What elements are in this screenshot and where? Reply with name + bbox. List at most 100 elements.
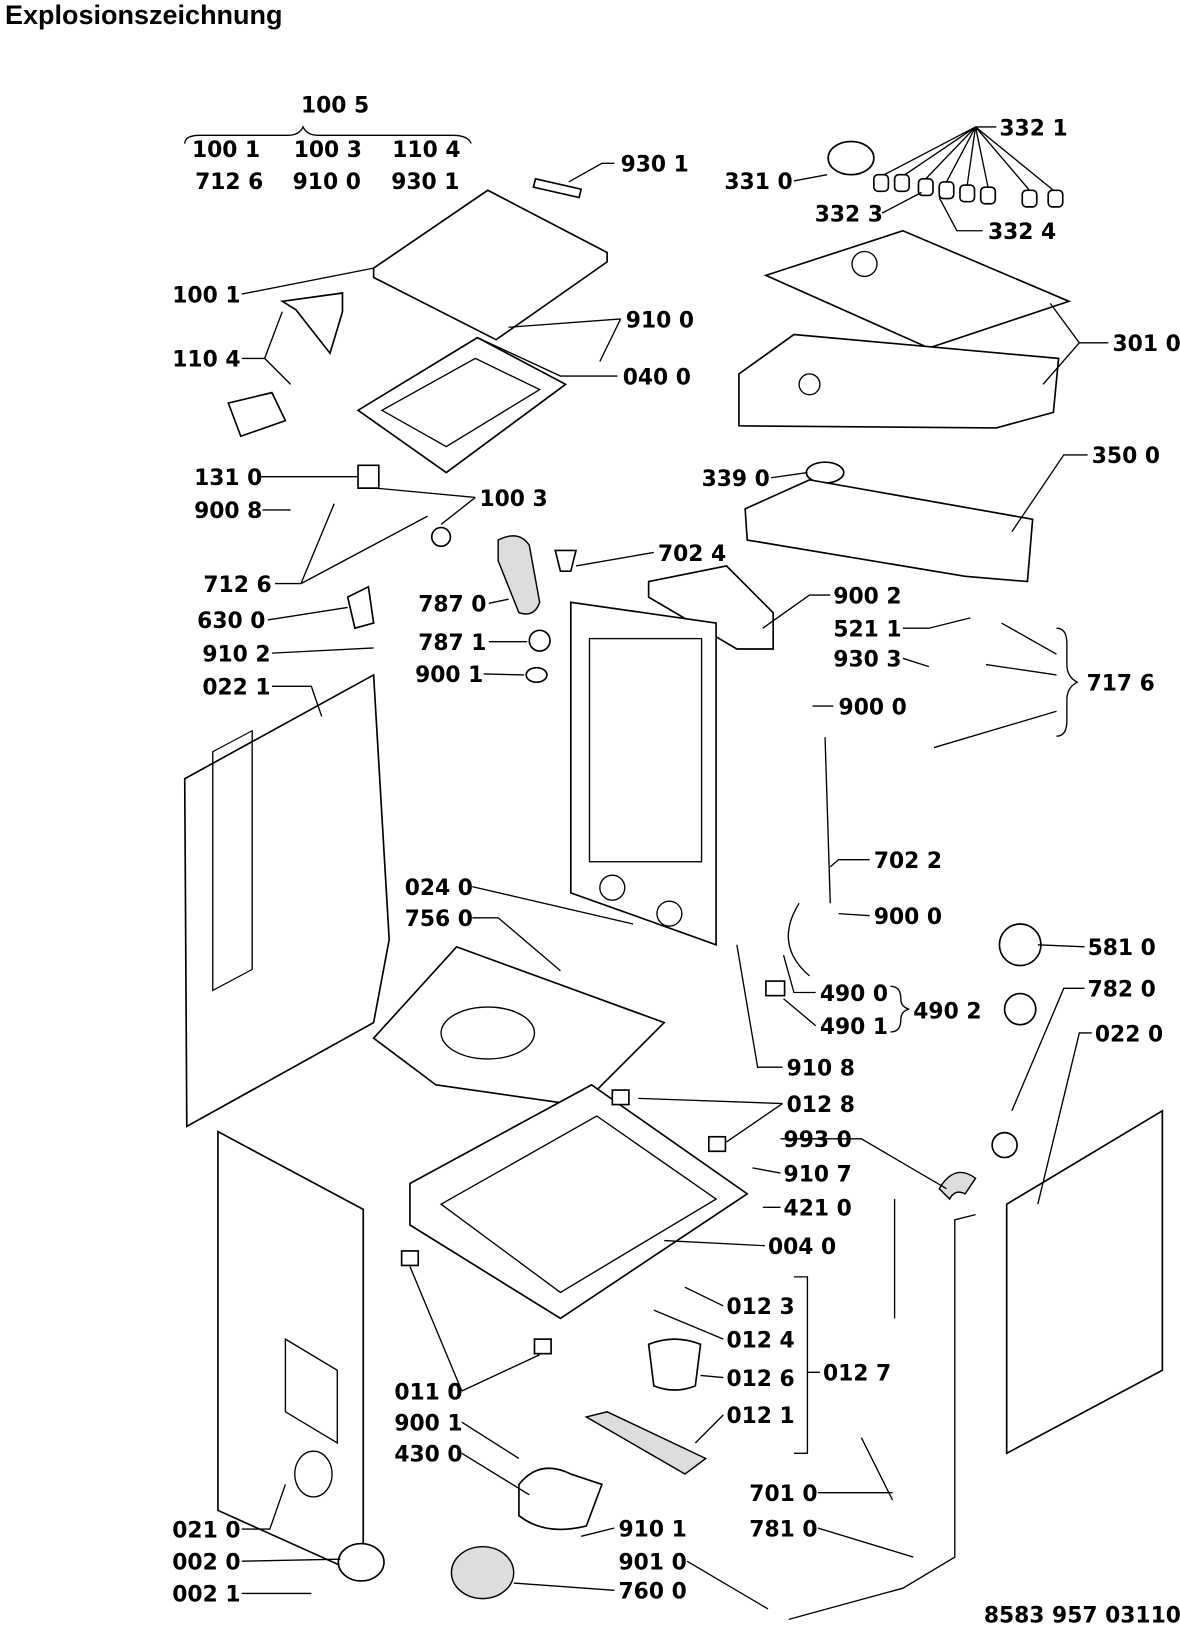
part-label: 781 0: [749, 1517, 817, 1542]
part-131: [357, 464, 380, 489]
part-porthole-cover: [337, 1542, 385, 1582]
part-012-6: [647, 1338, 702, 1391]
part-sump-hose: [497, 535, 541, 615]
part-label: 421 0: [784, 1197, 852, 1222]
part-label: 332 4: [988, 220, 1056, 245]
part-top-frame: [356, 336, 568, 474]
part-label: 910 1: [619, 1517, 687, 1542]
part-label: 100 1: [172, 283, 240, 308]
part-label: 910 2: [202, 642, 270, 667]
group-member: 110 4: [392, 138, 460, 163]
part-label: 787 0: [418, 593, 486, 618]
part-012-1: [584, 1411, 708, 1475]
part-label: 900 1: [394, 1411, 462, 1436]
part-rail-900-2: [647, 565, 775, 650]
parts: [183, 140, 1164, 1620]
part-spring: [430, 526, 452, 548]
part-900-1: [525, 666, 548, 684]
part-pump: [518, 1467, 604, 1531]
group-member: 100 3: [294, 138, 362, 163]
part-label: 900 0: [839, 695, 907, 720]
part-label: 910 0: [626, 308, 694, 333]
part-label: 339 0: [702, 467, 770, 492]
part-side-panel-right: [1005, 1109, 1164, 1455]
part-label: 012 4: [726, 1328, 794, 1353]
part-label: 900 2: [833, 584, 901, 609]
part-rail: [532, 177, 583, 199]
part-label: 004 0: [768, 1235, 836, 1260]
part-label: 900 1: [415, 663, 483, 688]
page-title: Explosionszeichnung: [5, 0, 283, 30]
part-label: 012 1: [726, 1404, 794, 1429]
part-label: 011 0: [394, 1380, 462, 1405]
part-label: 332 1: [999, 116, 1067, 141]
part-label: 717 6: [1087, 671, 1155, 696]
part-label: 630 0: [197, 609, 265, 634]
part-power-cord: [787, 902, 810, 977]
part-label: 910 8: [787, 1057, 855, 1082]
part-label: 490 1: [820, 1015, 888, 1040]
part-label: 021 0: [172, 1518, 240, 1543]
part-label: 490 0: [820, 982, 888, 1007]
part-knob: [827, 140, 875, 176]
part-label: 787 1: [418, 631, 486, 656]
leader-lines: [184, 125, 1109, 1610]
part-drain-hose: [788, 1213, 976, 1620]
part-console: [738, 333, 1060, 429]
part-top-frame-inner: [380, 357, 542, 448]
part-label: 022 1: [202, 676, 270, 701]
part-labels: 100 5 100 1 100 3 110 4 712 6 910 0 930 …: [172, 93, 1180, 1628]
part-base-frame: [409, 1083, 749, 1320]
part-label: 350 0: [1092, 444, 1160, 469]
part-lid: [372, 189, 608, 341]
part-701: [860, 1437, 894, 1501]
drawing-number: 8583 957 03110: [984, 1603, 1180, 1628]
group-member: 910 0: [293, 170, 361, 195]
part-label: 756 0: [405, 907, 473, 932]
part-c-clip: [991, 1131, 1018, 1159]
part-label: 002 0: [172, 1551, 240, 1576]
feet: [400, 1089, 727, 1355]
group-member: 930 1: [391, 170, 459, 195]
part-label: 782 0: [1088, 978, 1156, 1003]
part-label: 012 3: [726, 1295, 794, 1320]
part-hose-elbow: [938, 1171, 977, 1201]
part-front-panel: [217, 1130, 365, 1578]
part-label: 900 0: [874, 905, 942, 930]
part-label: 930 3: [833, 648, 901, 673]
part-label: 490 2: [913, 999, 981, 1024]
part-label: 701 0: [749, 1482, 817, 1507]
part-control-board: [744, 478, 1034, 583]
group-label: 100 5: [301, 93, 369, 118]
part-label: 024 0: [405, 876, 473, 901]
part-label: 760 0: [619, 1580, 687, 1605]
part-label: 022 0: [1095, 1022, 1163, 1047]
part-782: [1003, 992, 1037, 1026]
part-label: 002 1: [172, 1583, 240, 1608]
part-tub-support: [372, 945, 666, 1107]
part-787-1: [528, 629, 551, 652]
part-630: [346, 585, 375, 630]
part-label: 110 4: [172, 348, 240, 373]
part-label: 301 0: [1113, 332, 1180, 357]
part-490-1: [765, 980, 786, 997]
part-label: 040 0: [623, 365, 691, 390]
part-label: 521 1: [833, 618, 901, 643]
part-label: 012 6: [726, 1367, 794, 1392]
part-label: 100 3: [479, 487, 547, 512]
part-label: 702 4: [658, 542, 726, 567]
part-label: 900 8: [194, 499, 262, 524]
part-hinge: [227, 391, 287, 438]
part-label: 581 0: [1088, 936, 1156, 961]
group-member: 712 6: [195, 170, 263, 195]
part-lid-handle: [279, 292, 344, 355]
part-rear-panel: [569, 601, 717, 946]
part-panel-foil: [763, 229, 1072, 349]
group-member: 100 1: [192, 138, 260, 163]
part-label: 712 6: [203, 573, 271, 598]
part-702-2: [824, 737, 831, 904]
part-label: 012 7: [823, 1362, 891, 1387]
part-label: 331 0: [724, 170, 792, 195]
part-label: 131 0: [194, 466, 262, 491]
